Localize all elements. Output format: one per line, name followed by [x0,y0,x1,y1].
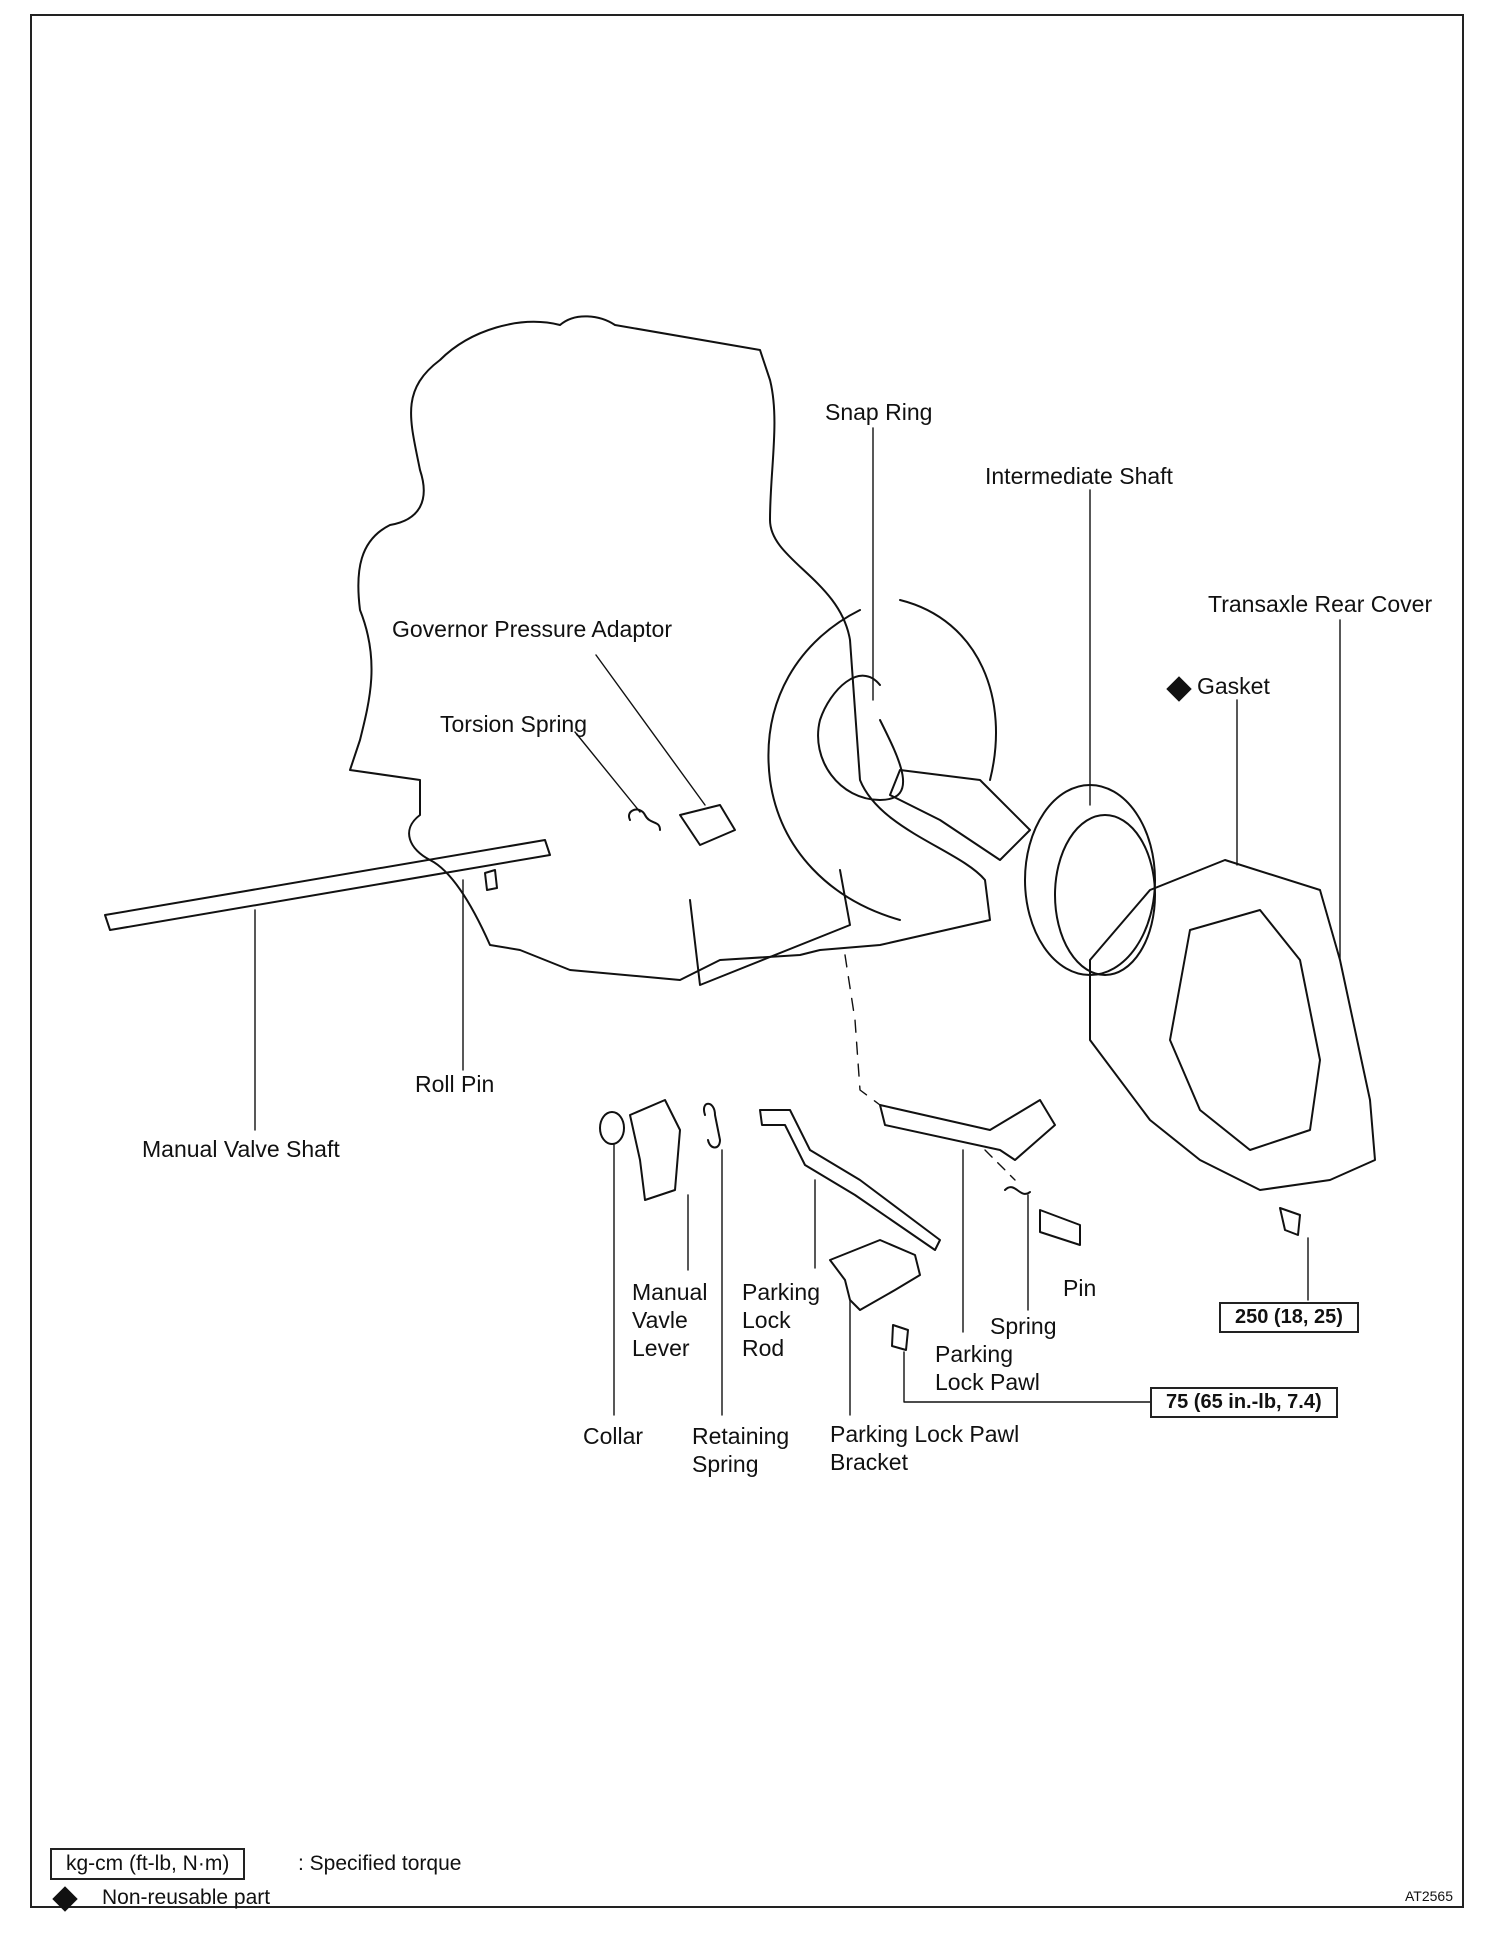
legend-torque-text: : Specified torque [298,1852,462,1875]
label-intermediate-shaft: Intermediate Shaft [985,463,1173,489]
label-parking-lock-rod: Parking Lock Rod [742,1279,820,1361]
label-retaining-spring: Retaining Spring [692,1423,790,1477]
label-transaxle-rear-cover: Transaxle Rear Cover [1208,591,1433,617]
figure-code: AT2565 [1405,1888,1453,1904]
manual-valve-shaft-shape [104,839,551,931]
parking-lock-pawl-bracket-shape [829,1239,921,1311]
collar-shape [599,1111,625,1145]
legend-nonreusable-text: Non-reusable part [102,1886,271,1909]
intermediate-gear [1024,784,1156,976]
case-lower-block [689,869,851,986]
torque-box-bracket: 75 (65 in.-lb, 7.4) [1150,1387,1338,1418]
label-manual-valve-lever: Manual Vavle Lever [632,1279,708,1361]
label-manual-valve-shaft: Manual Valve Shaft [142,1136,340,1162]
label-torsion-spring: Torsion Spring [440,711,588,737]
intermediate-shaft-shape [889,769,1031,861]
label-spring: Spring [990,1313,1057,1339]
case-flange-arc-outer [899,599,997,781]
label-parking-lock-pawl-bracket: Parking Lock Pawl Bracket [830,1421,1020,1475]
intermediate-gear-inner [1054,814,1156,976]
transaxle-case-outline [349,315,991,981]
label-pin: Pin [1063,1275,1097,1301]
label-snap-ring: Snap Ring [825,399,933,425]
parking-lock-rod-shape [759,1109,941,1251]
torque-box-rear-cover: 250 (18, 25) [1219,1302,1359,1333]
spring-shape [1004,1186,1031,1195]
label-governor-pressure-adaptor: Governor Pressure Adaptor [392,616,672,642]
legend-torque-box: kg-cm (ft-lb, N·m) [50,1848,246,1880]
manual-valve-lever-shape [629,1099,681,1201]
snap-ring-shape [817,674,905,801]
label-parking-lock-pawl: Parking Lock Pawl [935,1341,1040,1395]
torsion-spring-shape [628,808,661,831]
pin-shape [1039,1209,1081,1246]
retaining-spring-shape [703,1102,721,1149]
label-gasket: Gasket [1197,673,1270,699]
rear-cover-inner [1169,909,1321,1151]
case-flange-arc [767,609,901,921]
governor-adaptor-shape [679,804,736,846]
rear-cover-bolt-shape [1279,1207,1301,1236]
parking-lock-pawl-shape [879,1099,1056,1161]
label-roll-pin: Roll Pin [415,1071,495,1097]
rear-cover-shape [1089,859,1376,1191]
label-collar: Collar [583,1423,644,1449]
bracket-bolt-shape [891,1324,909,1351]
diagram-frame [30,14,1464,1908]
roll-pin-shape [484,869,498,891]
